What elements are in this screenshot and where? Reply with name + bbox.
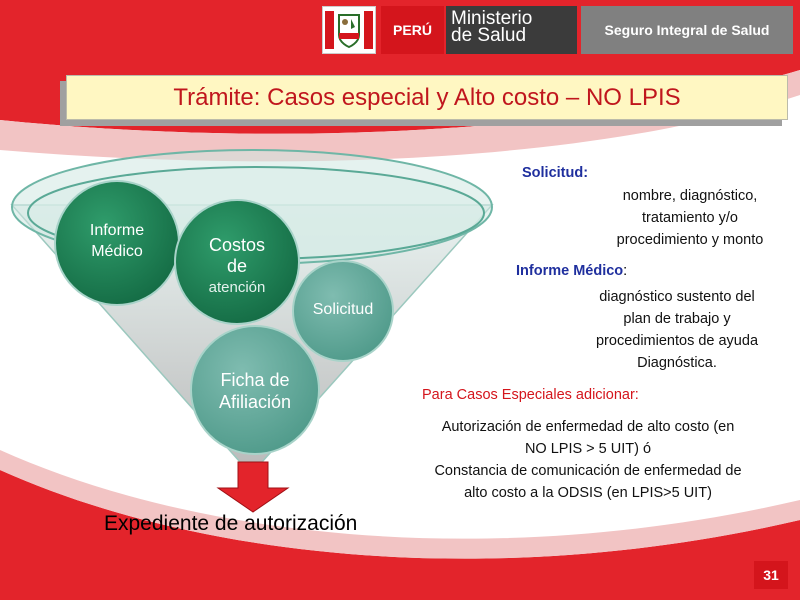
casos-especiales-heading: Para Casos Especiales adicionar:: [422, 387, 639, 403]
ministerio-line2: de Salud: [451, 25, 527, 46]
page-number: 31: [754, 561, 788, 589]
casos-especiales-description: Autorización de enfermedad de alto costo…: [434, 419, 742, 501]
circle-costos-atencion: [174, 199, 300, 325]
ministerio-logo: Ministerio de Salud: [446, 6, 577, 54]
expediente-result: Expediente de autorización: [104, 512, 358, 535]
sis-label: Seguro Integral de Salud: [581, 6, 793, 54]
solicitud-heading: Solicitud:: [522, 165, 589, 181]
peru-label: PERÚ: [381, 6, 444, 54]
down-arrow-icon: [216, 461, 290, 513]
coat-of-arms-logo: [322, 6, 376, 54]
informe-heading: Informe Médico:: [516, 263, 628, 279]
ficha-afiliacion-label: Ficha de Afiliación: [218, 370, 292, 412]
circle-solicitud: [292, 260, 394, 362]
costos-atencion-label: Costos de atención: [208, 235, 266, 296]
informe-medico-label: Informe Médico: [89, 222, 145, 260]
solicitud-description: nombre, diagnóstico, tratamiento y/o pro…: [616, 188, 764, 248]
solicitud-circle-label: Solicitud: [312, 301, 374, 318]
slide-title: Trámite: Casos especial y Alto costo – N…: [66, 75, 788, 120]
informe-description: diagnóstico sustento del plan de trabajo…: [595, 289, 759, 371]
ministerio-line1: Ministerio: [451, 8, 533, 29]
circle-ficha-afiliacion: [190, 325, 320, 455]
